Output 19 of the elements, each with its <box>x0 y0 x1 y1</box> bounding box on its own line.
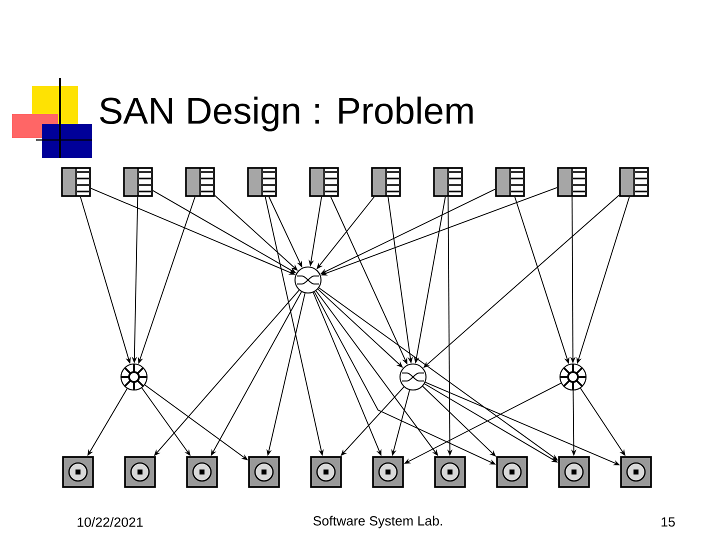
hub-icon <box>559 363 587 391</box>
server-icon <box>371 167 401 197</box>
hub-icon <box>120 363 148 391</box>
arrow <box>214 195 298 271</box>
server-icon <box>123 167 153 197</box>
switch-icon <box>294 266 322 294</box>
server-icon <box>619 167 649 197</box>
server-icon <box>247 167 277 197</box>
page-number: 15 <box>662 517 675 527</box>
date-footer: 10/22/2021 <box>78 517 143 527</box>
server-icon <box>309 167 339 197</box>
server-icon <box>557 167 587 197</box>
server-icon <box>433 167 463 197</box>
footer-text: Software System Lab. <box>313 516 442 528</box>
server-icon <box>185 167 215 197</box>
slide-title: SAN Design : Problem <box>100 96 473 132</box>
server-icon <box>495 167 525 197</box>
switch-icon <box>399 363 427 391</box>
server-icon <box>61 167 91 197</box>
